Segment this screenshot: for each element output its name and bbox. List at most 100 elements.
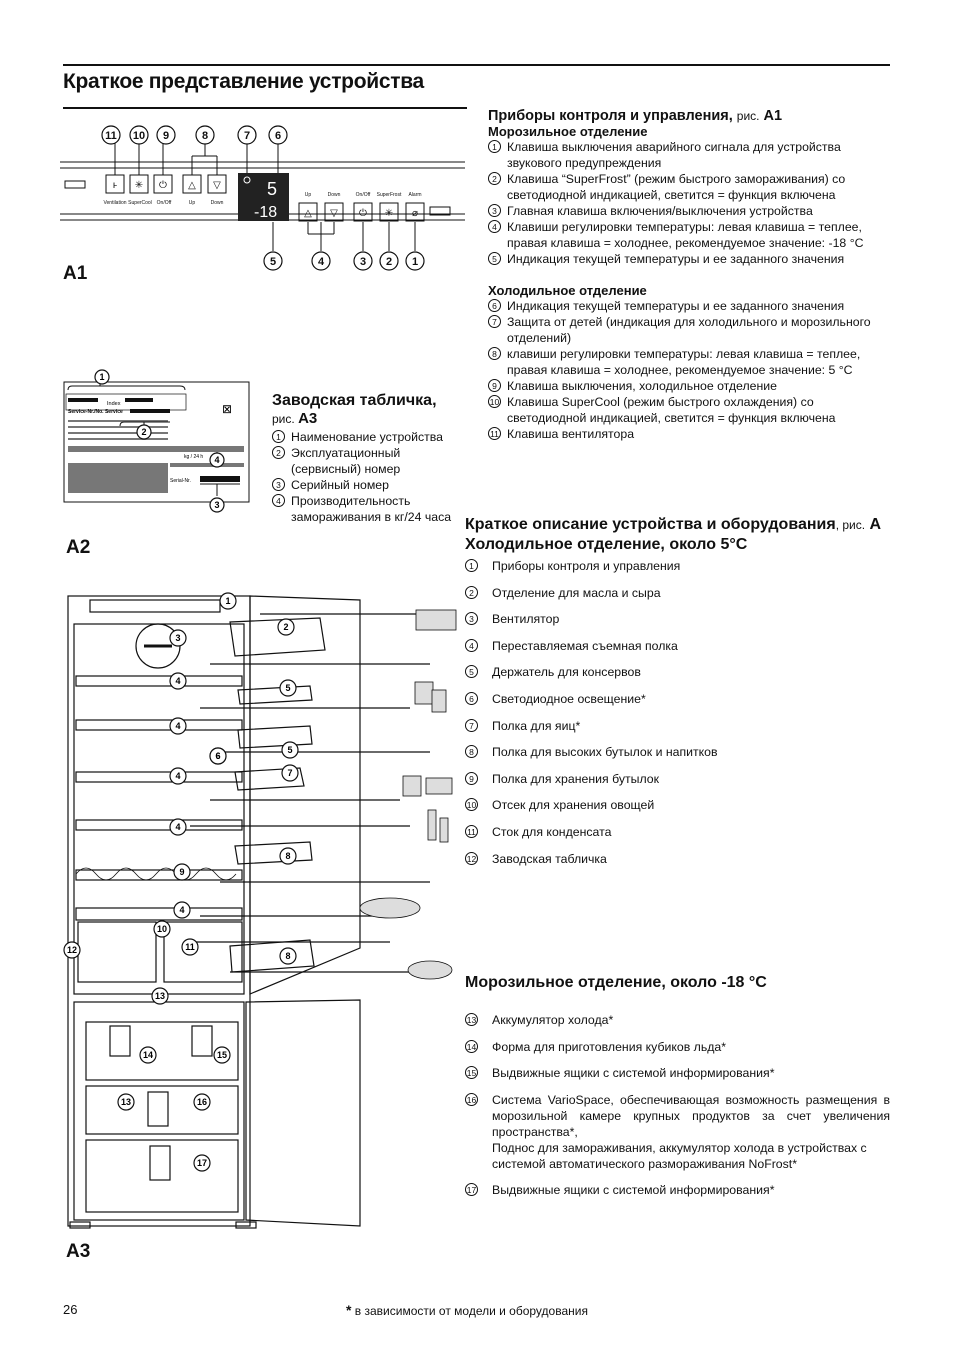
figure-label-a3: A3: [66, 1241, 91, 1262]
item-number: 2: [272, 446, 285, 459]
item-number: 15: [465, 1066, 478, 1080]
drawing-callout: 6: [215, 751, 220, 761]
drawing-callout: 7: [287, 768, 292, 778]
item-number: 13: [465, 1013, 478, 1026]
rating-plate-ref-small: рис.: [272, 412, 295, 426]
list-item: 13 Аккумулятор холода*: [465, 1012, 890, 1028]
drawing-callout: 17: [197, 1158, 207, 1168]
rating-plate-heading: Заводская табличка,: [272, 392, 437, 409]
freezer-power-icon: ⏻: [359, 208, 367, 219]
label-supercool: SuperCool: [128, 200, 152, 206]
label-superfrost: SuperFrost: [377, 192, 402, 198]
list-item: 9 Клавиша выключения, холодильное отделен…: [488, 378, 890, 394]
callout-8: 8: [202, 130, 208, 142]
item-text: Аккумулятор холода*: [492, 1013, 614, 1027]
item-text: Клавиша выключения, холодильное отделени…: [507, 379, 777, 393]
item-text: Светодиодное освещение*: [492, 691, 646, 706]
label-onoff: On/Off: [157, 200, 172, 206]
figure-label-a2: A2: [66, 537, 91, 558]
item-text: Производительность замораживания в кг/24…: [291, 494, 452, 524]
item-number: 2: [488, 172, 501, 185]
drawing-callout: 8: [285, 851, 290, 861]
controls-heading-small: рис.: [736, 109, 760, 123]
plate-callout-2: 2: [141, 427, 146, 437]
fan-icon: ⱶ: [113, 180, 117, 191]
callout-4: 4: [318, 256, 325, 268]
item-text: Индикация текущей температуры и ее задан…: [507, 299, 845, 313]
item-number: 7: [465, 718, 478, 732]
item-text: Защита от детей (индикация для холодильн…: [507, 315, 871, 345]
drawing-callout: 6: [215, 751, 220, 761]
list-item: 6 Светодиодное освещение*: [465, 691, 890, 707]
item-text: Клавиша вентилятора: [507, 427, 635, 441]
item-text: Клавиши регулировки температуры: левая к…: [507, 220, 864, 250]
item-text: Выдвижные ящики с системой информировани…: [492, 1066, 775, 1081]
item-text: Отделение для масла и сыра: [492, 585, 661, 600]
callout-1: 1: [412, 256, 418, 268]
label-freezer-onoff: On/Off: [356, 192, 371, 198]
drawing-callout: 5: [287, 745, 292, 755]
plate-serial-label: Serial-Nr.: [170, 478, 191, 484]
item-number: 7: [488, 315, 501, 328]
item-text: Индикация текущей температуры и ее задан…: [507, 252, 845, 266]
drawing-callout: 4: [175, 822, 180, 832]
power-icon: ⏻: [159, 180, 167, 191]
freezer-up-icon: △: [304, 208, 312, 219]
rating-plate-diagram: Index Service-Nr./No. Service kg / 24 h …: [63, 369, 250, 513]
item-text: Сток для конденсата: [492, 824, 612, 839]
recycle-bin-icon: ⊠: [222, 402, 232, 416]
item-number: 12: [465, 851, 478, 865]
plate-callout-1: 1: [99, 372, 104, 382]
page-title: Краткое представление устройства: [63, 70, 424, 93]
rating-plate-ref: рис. A3: [272, 410, 460, 427]
item-text: Серийный номер: [291, 478, 389, 492]
footnote-text: в зависимости от модели и оборудования: [354, 1304, 588, 1318]
overview-section: Краткое описание устройства и оборудован…: [465, 515, 890, 877]
rating-plate-heading-text: Заводская табличка: [272, 392, 433, 409]
top-rule: [63, 64, 890, 66]
item-number: 1: [488, 140, 501, 153]
item-text: Держатель для консервов: [492, 665, 641, 680]
item-number: 4: [465, 638, 478, 652]
drawing-callout: 4: [175, 771, 180, 781]
item-number: 6: [465, 691, 478, 705]
alarm-indicator: [429, 206, 451, 216]
callout-11: 11: [105, 130, 117, 142]
alarm-icon: ⌀: [412, 208, 418, 219]
item-number: 16: [465, 1092, 478, 1106]
item-number: 3: [465, 612, 478, 626]
item-number: 4: [488, 220, 501, 233]
item-text: Клавиша выключения аварийного сигнала дл…: [507, 140, 841, 170]
drawing-callout: 9: [179, 867, 184, 877]
overview-heading-small: рис.: [842, 518, 866, 532]
fridge-section-title: Холодильное отделение, около 5°С: [465, 536, 748, 553]
drawing-callout: 8: [285, 951, 290, 961]
controls-heading-text: Приборы контроля и управления,: [488, 108, 733, 124]
item-text: Вентилятор: [492, 612, 560, 627]
item-number: 9: [488, 379, 501, 392]
rating-plate-ref-code: A3: [298, 410, 318, 427]
drawing-callout: 4: [179, 905, 184, 915]
supercool-icon: ✳: [135, 180, 143, 191]
item-number: 11: [488, 427, 501, 440]
item-number: 1: [465, 559, 478, 572]
list-item: 3 Вентилятор: [465, 611, 890, 627]
